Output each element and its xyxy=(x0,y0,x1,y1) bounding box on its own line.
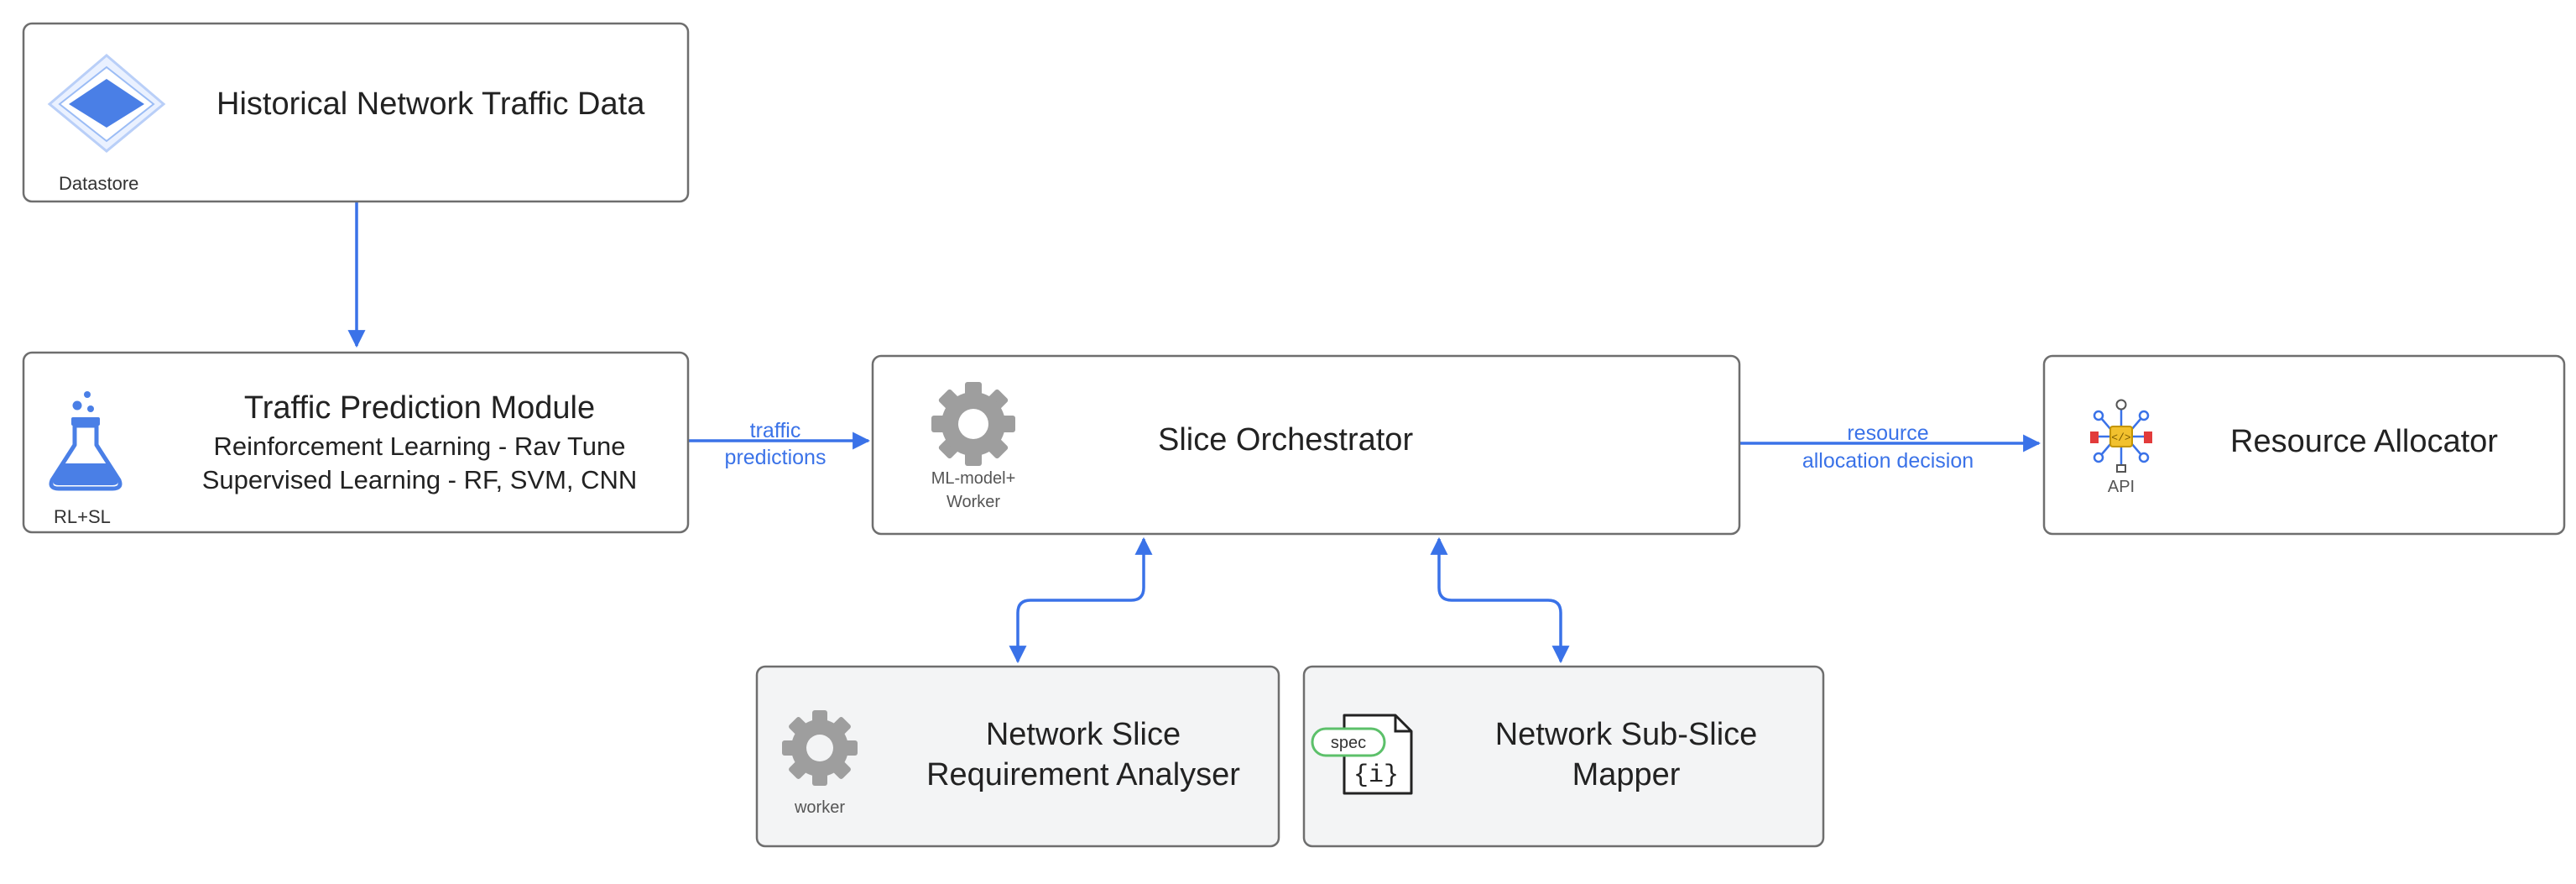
node-resource-allocator[interactable]: </> API Resource Allocator xyxy=(2042,354,2566,536)
node-title-line: Network Slice xyxy=(986,717,1181,752)
node-title-line: Mapper xyxy=(1572,757,1681,792)
node-box xyxy=(22,22,690,203)
node-box xyxy=(22,351,690,534)
spec-glyph: {i} xyxy=(1353,761,1399,790)
icon-label: API xyxy=(2108,478,2135,496)
spec-badge-label: spec xyxy=(1331,734,1366,752)
svg-text:</>: </> xyxy=(2111,432,2131,444)
edge-orchestrator-mapper xyxy=(1430,536,1570,664)
spec-document-icon: {i} spec xyxy=(1311,714,1413,795)
node-title-line: Network Sub-Slice xyxy=(1495,717,1758,752)
node-subtitle-line: Reinforcement Learning - Rav Tune xyxy=(213,432,625,461)
icon-label: worker xyxy=(794,798,845,817)
edge-label-line: allocation decision xyxy=(1802,449,1974,473)
edges: traffic predictions resource allocation … xyxy=(347,201,2042,664)
node-sub-slice-mapper[interactable]: {i} spec Network Sub-Slice Mapper xyxy=(1302,665,1825,848)
edge-label-line: predictions xyxy=(725,446,827,469)
node-box xyxy=(755,665,1280,848)
node-box xyxy=(1302,665,1825,848)
node-traffic-prediction[interactable]: RL+SL Traffic Prediction Module Reinforc… xyxy=(22,351,690,534)
gear-icon xyxy=(782,710,858,786)
api-icon: </> xyxy=(2090,399,2152,473)
edge-orchestrator-analyser xyxy=(1009,536,1153,664)
gear-icon xyxy=(931,382,1015,466)
icon-label: ML-model+ xyxy=(931,469,1016,488)
icon-label: Datastore xyxy=(59,173,138,194)
icon-label: RL+SL xyxy=(54,506,111,527)
node-box xyxy=(871,354,1741,536)
node-title-line: Requirement Analyser xyxy=(926,757,1240,792)
node-box xyxy=(2042,354,2566,536)
icon-label: Worker xyxy=(946,493,1000,511)
edge-label-allocation-decision: resource allocation decision xyxy=(1802,421,1974,473)
node-title: Historical Network Traffic Data xyxy=(216,86,645,122)
edge-label-line: traffic xyxy=(750,419,801,442)
edge-label-traffic-predictions: traffic predictions xyxy=(725,419,827,469)
node-historical-data[interactable]: Datastore Historical Network Traffic Dat… xyxy=(22,22,690,203)
node-title: Slice Orchestrator xyxy=(1158,422,1413,458)
edge-label-line: resource xyxy=(1847,421,1928,445)
node-subtitle-line: Supervised Learning - RF, SVM, CNN xyxy=(202,465,638,494)
node-requirement-analyser[interactable]: worker Network Slice Requirement Analyse… xyxy=(755,665,1280,848)
datastore-icon xyxy=(47,54,166,153)
node-slice-orchestrator[interactable]: ML-model+ Worker Slice Orchestrator xyxy=(871,354,1741,536)
flask-icon xyxy=(49,391,123,491)
node-title: Traffic Prediction Module xyxy=(244,390,595,426)
node-title: Resource Allocator xyxy=(2230,424,2498,459)
